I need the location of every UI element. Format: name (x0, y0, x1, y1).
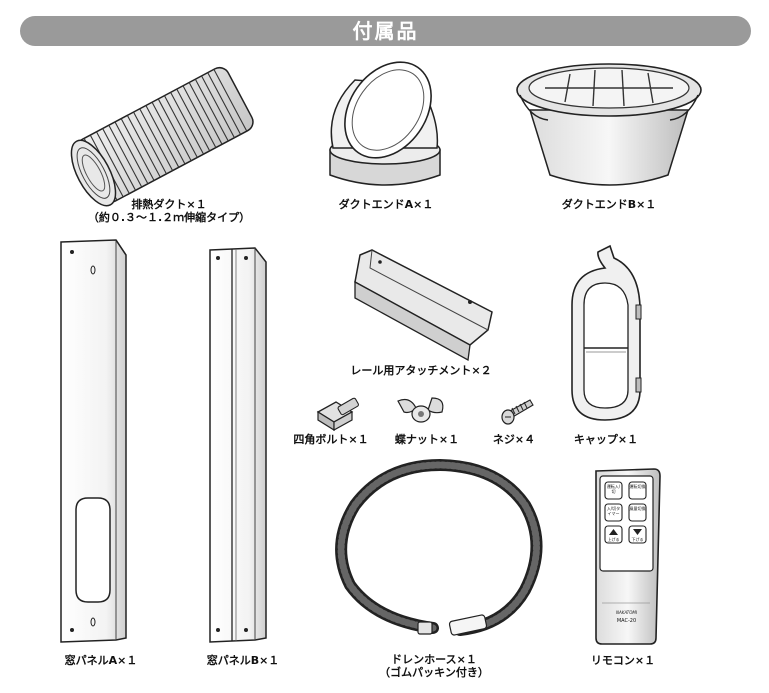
remote-up-caption: 上げる (607, 537, 620, 542)
duct-end-b-illustration (516, 63, 702, 186)
remote-timer-caption: 入/切タイマー (606, 506, 621, 516)
header-banner: 付属品 (20, 16, 751, 46)
page-title: 付属品 (352, 19, 419, 43)
window-panel-a-label: 窓パネルA×１ (64, 654, 138, 667)
cap-illustration (571, 244, 642, 421)
down-triangle-icon (633, 529, 642, 535)
exhaust-duct-name: 排熱ダクト×１ (131, 198, 207, 211)
remote-brand: NAKATOMI (615, 610, 638, 615)
remote-illustration (595, 468, 661, 645)
remote-mode-caption: 運転切換 (629, 484, 646, 489)
rail-attachment-label: レール用アタッチメント×２ (350, 364, 492, 377)
remote-down-caption: 下げる (631, 537, 644, 542)
window-panel-b-label: 窓パネルB×１ (206, 654, 280, 667)
drain-hose-illustration (335, 458, 543, 636)
window-panel-a-illustration (60, 239, 127, 643)
exhaust-duct-illustration (70, 66, 254, 207)
remote-run-button (604, 481, 623, 500)
duct-end-b-label: ダクトエンドB×１ (561, 198, 657, 211)
drain-hose-label: ドレンホース×１ （ゴムパッキン付き） (379, 653, 489, 679)
remote-mode-button (628, 481, 647, 500)
remote-model: MAC-20 (616, 618, 637, 624)
remote-label: リモコン×１ (590, 654, 656, 667)
duct-end-a-illustration (329, 61, 441, 186)
square-bolt-label: 四角ボルト×１ (293, 433, 369, 446)
remote-timer-button (604, 503, 623, 522)
square-bolt-illustration (316, 397, 359, 432)
drain-hose-note: （ゴムパッキン付き） (379, 666, 489, 679)
screw-illustration (501, 399, 534, 425)
screw-label: ネジ×４ (492, 433, 536, 446)
remote-fan-caption: 風量切換 (629, 506, 646, 511)
remote-fan-button (628, 503, 647, 522)
up-triangle-icon (609, 529, 618, 535)
window-panel-b-illustration (209, 247, 267, 643)
rail-attachment-illustration (354, 249, 493, 362)
exhaust-duct-label: 排熱ダクト×１ （約０.３〜１.２ｍ伸縮タイプ） (88, 198, 250, 224)
exhaust-duct-note: （約０.３〜１.２ｍ伸縮タイプ） (87, 211, 251, 224)
duct-end-a-label: ダクトエンドA×１ (338, 198, 434, 211)
drain-hose-name: ドレンホース×１ (391, 653, 477, 666)
butterfly-nut-illustration (397, 397, 444, 423)
remote-run-caption: 運転入/切 (606, 484, 621, 494)
butterfly-nut-label: 蝶ナット×１ (394, 433, 460, 446)
cap-label: キャップ×１ (573, 433, 639, 446)
